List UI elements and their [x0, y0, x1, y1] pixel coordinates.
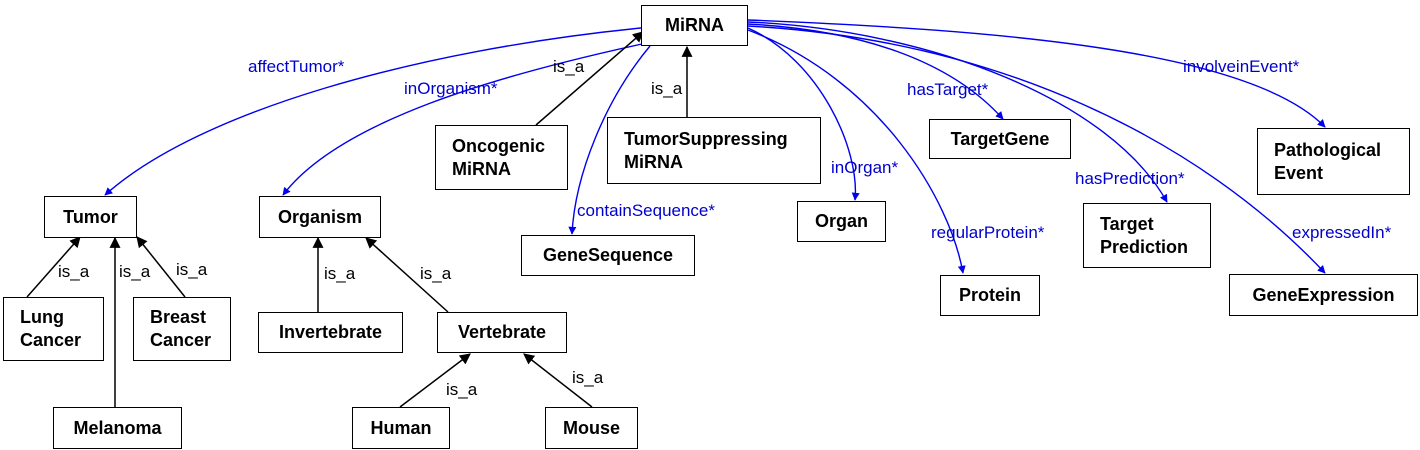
node-tumorsuppressing-mirna: TumorSuppressing MiRNA	[607, 117, 821, 184]
label-isa-oncogenic: is_a	[553, 57, 585, 76]
edge-isa-mouse	[523, 353, 593, 408]
label-in-organism: inOrganism*	[404, 79, 498, 98]
edge-isa-breast	[136, 236, 186, 298]
edge-isa-oncogenic	[535, 31, 644, 126]
label-has-prediction: hasPrediction*	[1075, 169, 1185, 188]
edge-expressed-in	[747, 25, 1326, 274]
node-geneexpression: GeneExpression	[1229, 274, 1418, 316]
node-genesequence: GeneSequence	[521, 235, 695, 276]
edge-isa-human	[399, 353, 471, 408]
node-oncogenic-mirna: Oncogenic MiRNA	[435, 125, 568, 190]
node-invertebrate: Invertebrate	[258, 312, 403, 353]
edge-isa-lung	[26, 236, 81, 298]
edge-has-prediction	[747, 21, 1168, 203]
node-targetgene: TargetGene	[929, 119, 1071, 159]
label-regular-protein: regularProtein*	[931, 223, 1045, 242]
node-organism: Organism	[259, 196, 381, 238]
node-human: Human	[352, 407, 450, 449]
edge-isa-vertebrate	[365, 237, 449, 313]
node-lung-cancer: Lung Cancer	[3, 297, 104, 361]
node-organ: Organ	[797, 201, 886, 242]
edge-contain-sequence	[568, 45, 651, 235]
edge-in-organ	[747, 27, 860, 201]
label-contain-sequence: containSequence*	[577, 201, 716, 220]
label-isa-melanoma: is_a	[119, 262, 151, 281]
label-has-target: hasTarget*	[907, 80, 989, 99]
label-isa-tumorsupp: is_a	[651, 79, 683, 98]
edge-has-target	[747, 23, 1004, 120]
node-breast-cancer: Breast Cancer	[133, 297, 231, 361]
node-mouse: Mouse	[545, 407, 638, 449]
node-target-prediction: Target Prediction	[1083, 203, 1211, 268]
label-isa-invertebrate: is_a	[324, 264, 356, 283]
edge-affect-tumor	[104, 27, 642, 196]
label-isa-vertebrate: is_a	[420, 264, 452, 283]
label-expressed-in: expressedIn*	[1292, 223, 1392, 242]
node-pathological-event: Pathological Event	[1257, 128, 1410, 195]
node-mirna: MiRNA	[641, 5, 748, 46]
label-involvein-event: involveinEvent*	[1183, 57, 1300, 76]
label-isa-lung: is_a	[58, 262, 90, 281]
node-tumor: Tumor	[44, 196, 137, 238]
label-affect-tumor: affectTumor*	[248, 57, 345, 76]
edge-in-organism	[282, 43, 643, 196]
label-in-organ: inOrgan*	[831, 158, 899, 177]
node-protein: Protein	[940, 275, 1040, 316]
node-melanoma: Melanoma	[53, 407, 182, 449]
edge-involvein-event	[747, 19, 1326, 128]
label-isa-breast: is_a	[176, 260, 208, 279]
edge-regular-protein	[747, 29, 966, 274]
label-isa-mouse: is_a	[572, 368, 604, 387]
label-isa-human: is_a	[446, 380, 478, 399]
node-vertebrate: Vertebrate	[437, 312, 567, 353]
